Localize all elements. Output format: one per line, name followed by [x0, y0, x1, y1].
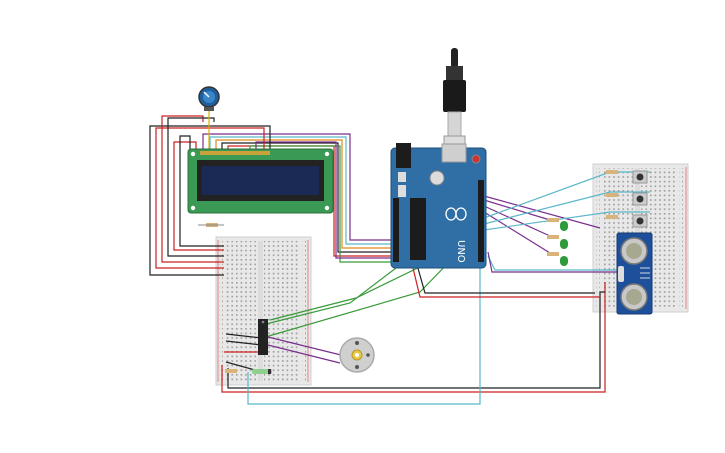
resistor	[547, 218, 559, 222]
resistor	[606, 193, 618, 197]
green-led	[560, 239, 568, 249]
arduino-uno-board[interactable]: UNO	[390, 143, 487, 269]
resistor	[225, 369, 237, 373]
push-button[interactable]	[632, 192, 648, 206]
resistor	[547, 235, 559, 239]
usb-cable-plug	[443, 48, 466, 161]
dc-motor	[339, 337, 375, 373]
resistor	[198, 223, 224, 227]
lcd-16x2-display	[187, 148, 334, 214]
arduino-board-label: UNO	[455, 240, 466, 263]
green-led	[560, 221, 568, 231]
breadboard-left	[215, 236, 312, 386]
wires	[149, 108, 650, 405]
resistor	[606, 170, 618, 174]
resistor	[606, 215, 618, 219]
motor-driver-chip	[258, 319, 268, 355]
resistors	[198, 170, 618, 373]
potentiometer-knob[interactable]	[198, 86, 220, 111]
push-button[interactable]	[632, 170, 648, 184]
ultrasonic-distance-sensor	[616, 232, 653, 315]
arduino-logo-icon	[445, 207, 467, 221]
green-led	[560, 256, 568, 266]
resistor	[547, 252, 559, 256]
push-button[interactable]	[632, 214, 648, 228]
diode	[252, 369, 272, 374]
